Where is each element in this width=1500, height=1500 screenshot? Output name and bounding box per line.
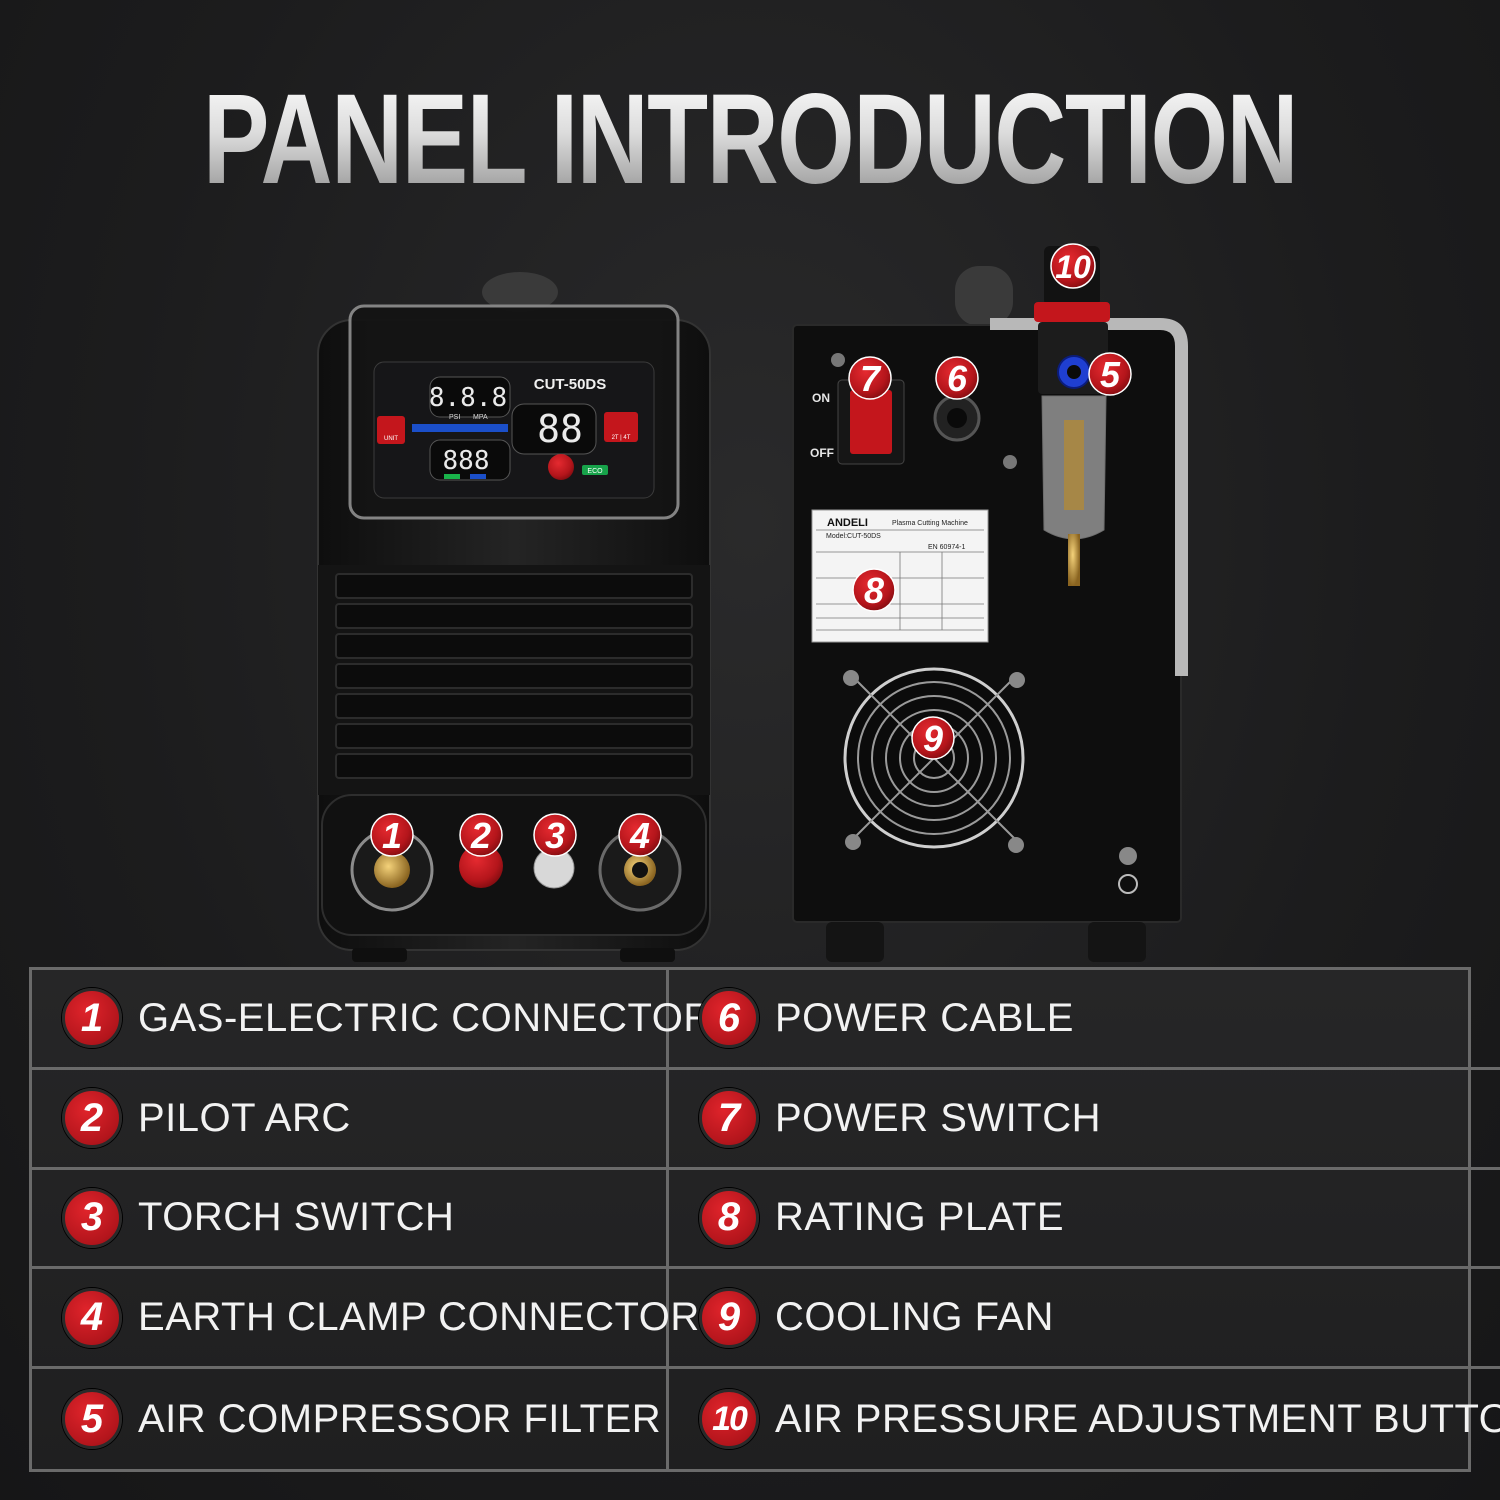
legend-label: EARTH CLAMP CONNECTOR (138, 1295, 700, 1340)
legend-number: 2 (62, 1088, 122, 1149)
legend-item-3: 3 TORCH SWITCH (32, 1169, 669, 1270)
legend-item-7: 7 POWER SWITCH (669, 1070, 1500, 1170)
unit-button[interactable] (377, 416, 405, 444)
unit-label: UNIT (384, 436, 398, 442)
svg-text:10: 10 (1055, 249, 1091, 285)
legend-number: 6 (699, 988, 759, 1049)
legend-label: COOLING FAN (775, 1295, 1054, 1340)
plate-title: Plasma Cutting Machine (892, 520, 968, 527)
mpa-label: MPA (473, 414, 488, 421)
plate-standard: EN 60974-1 (928, 544, 965, 551)
front-machine: 8.8.8 PSI MPA 888 88 CUT-50DS UNIT 2T | … (317, 272, 711, 962)
display-top: 8.8.8 (429, 383, 507, 413)
machine-illustration: 8.8.8 PSI MPA 888 88 CUT-50DS UNIT 2T | … (317, 243, 1188, 962)
svg-text:5: 5 (1100, 354, 1121, 395)
legend-item-4: 4 EARTH CLAMP CONNECTOR (32, 1269, 699, 1370)
marker-6: 6 (935, 356, 979, 400)
current-knob[interactable] (548, 454, 574, 480)
svg-text:8: 8 (864, 570, 884, 611)
display-mid: 88 (537, 407, 583, 451)
plate-brand: ANDELI (827, 517, 868, 529)
eco-label: ECO (587, 468, 603, 475)
svg-text:2: 2 (470, 815, 491, 856)
legend-number: 7 (699, 1088, 759, 1149)
legend-item-9: 9 COOLING FAN (669, 1269, 1500, 1370)
marker-3: 3 (533, 813, 577, 857)
back-machine: ON OFF ANDELI Plasma Cutting Machine Mod… (792, 246, 1188, 962)
legend-number: 4 (62, 1287, 122, 1348)
legend-label: AIR COMPRESSOR FILTER (138, 1396, 662, 1441)
on-label: ON (812, 391, 830, 405)
vent-grille (335, 573, 693, 779)
marker-5: 5 (1088, 352, 1132, 396)
marker-1: 1 (370, 813, 414, 857)
svg-text:3: 3 (545, 815, 565, 856)
pilot-arc-terminal (459, 844, 503, 888)
display-bottom: 888 (443, 446, 490, 476)
svg-text:1: 1 (382, 815, 402, 856)
legend-number: 9 (699, 1287, 759, 1348)
legend-label: PILOT ARC (138, 1095, 351, 1140)
legend-label: POWER SWITCH (775, 1095, 1101, 1140)
mode-button[interactable] (604, 412, 638, 442)
marker-2: 2 (459, 813, 503, 857)
legend-label: GAS-ELECTRIC CONNECTOR (138, 995, 713, 1040)
off-label: OFF (810, 446, 834, 460)
power-switch[interactable] (850, 390, 892, 454)
legend-label: TORCH SWITCH (138, 1195, 455, 1240)
mode-label: 2T | 4T (612, 435, 631, 441)
marker-10: 10 (1050, 243, 1096, 289)
legend-item-10: 10 AIR PRESSURE ADJUSTMENT BUTTON (669, 1369, 1500, 1469)
legend-label: POWER CABLE (775, 995, 1074, 1040)
legend-item-5: 5 AIR COMPRESSOR FILTER (32, 1369, 669, 1469)
marker-7: 7 (848, 356, 892, 400)
legend-number: 3 (62, 1187, 122, 1248)
page-title: PANEL INTRODUCTION (165, 70, 1335, 210)
ground-icon (1118, 874, 1138, 894)
legend-number: 10 (699, 1389, 759, 1450)
legend-item-6: 6 POWER CABLE (669, 970, 1500, 1070)
svg-text:6: 6 (947, 358, 968, 399)
psi-label: PSI (449, 414, 460, 421)
legend-item-2: 2 PILOT ARC (32, 1069, 669, 1170)
svg-text:4: 4 (629, 815, 650, 856)
legend-item-8: 8 RATING PLATE (669, 1170, 1500, 1270)
plate-model: Model:CUT-50DS (826, 533, 881, 540)
legend-item-1: 1 GAS-ELECTRIC CONNECTOR (32, 970, 712, 1070)
model-label: CUT-50DS (534, 376, 607, 393)
marker-9: 9 (911, 716, 955, 760)
svg-text:7: 7 (860, 358, 882, 399)
legend-label: AIR PRESSURE ADJUSTMENT BUTTON (775, 1396, 1500, 1441)
marker-8: 8 (852, 568, 896, 612)
legend-table: 1 GAS-ELECTRIC CONNECTOR 6 POWER CABLE 2 PI… (29, 967, 1500, 1472)
legend-number: 1 (62, 988, 122, 1049)
legend-label: RATING PLATE (775, 1195, 1065, 1240)
marker-4: 4 (618, 813, 662, 857)
svg-text:9: 9 (923, 718, 943, 759)
legend-number: 8 (699, 1187, 759, 1248)
legend-number: 5 (62, 1389, 122, 1450)
pressure-bar (412, 424, 508, 432)
